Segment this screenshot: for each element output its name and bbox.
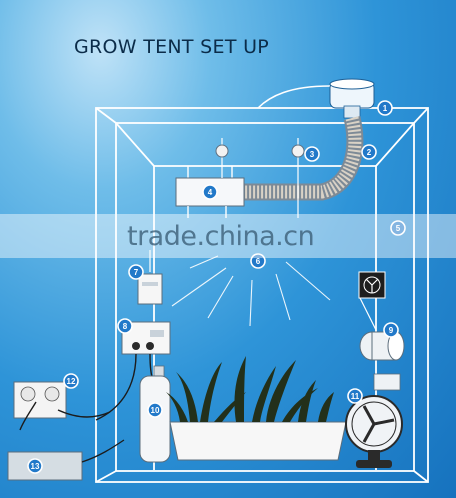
- exhaust-fan-icon: [358, 271, 386, 299]
- callout-9: 9: [383, 322, 399, 338]
- callout-10: 10: [147, 402, 163, 418]
- reflector-hood-icon: [175, 166, 245, 218]
- callout-4: 4: [202, 184, 218, 200]
- callout-6-label: 6: [256, 257, 261, 266]
- vent-panel-icon: [373, 373, 401, 391]
- callout-1-label: 1: [383, 104, 388, 113]
- callout-5-label: 5: [396, 224, 401, 233]
- watermark-text: trade.china.cn: [127, 221, 315, 252]
- callout-7: 7: [128, 264, 144, 280]
- callout-9-label: 9: [389, 326, 394, 335]
- carbon-filter-icon: [359, 297, 405, 361]
- callout-10-label: 10: [151, 406, 160, 415]
- callout-6: 6: [250, 253, 266, 269]
- callout-2-label: 2: [367, 148, 372, 157]
- callout-3: 3: [304, 146, 320, 162]
- callout-12-label: 12: [67, 377, 76, 386]
- callout-3-label: 3: [310, 150, 315, 159]
- timer-icon: [137, 250, 163, 305]
- callout-4-label: 4: [208, 188, 213, 197]
- rope-ratchet-icon: [215, 138, 305, 218]
- callout-12: 12: [63, 373, 79, 389]
- callout-11: 11: [347, 388, 363, 404]
- callout-7-label: 7: [134, 268, 139, 277]
- tent-frame: [95, 107, 429, 483]
- callout-11-label: 11: [351, 392, 360, 401]
- oscillating-fan-icon: [345, 395, 403, 468]
- callout-2: 2: [361, 144, 377, 160]
- grow-light-icon: [171, 255, 331, 327]
- callout-13: 13: [27, 458, 43, 474]
- callout-1: 1: [377, 100, 393, 116]
- inline-fan-icon: [257, 78, 375, 119]
- watermark-band: [0, 214, 456, 258]
- power-socket-icon: [13, 381, 111, 431]
- ballast-icon: [7, 439, 125, 481]
- callout-8: 8: [117, 318, 133, 334]
- callout-5: 5: [390, 220, 406, 236]
- ducting-icon: [244, 115, 364, 201]
- co2-tank-icon: [139, 365, 171, 463]
- callout-8-label: 8: [123, 322, 128, 331]
- planter-icon: [166, 356, 347, 461]
- callout-13-label: 13: [31, 462, 40, 471]
- diagram-title: GROW TENT SET UP: [74, 36, 270, 58]
